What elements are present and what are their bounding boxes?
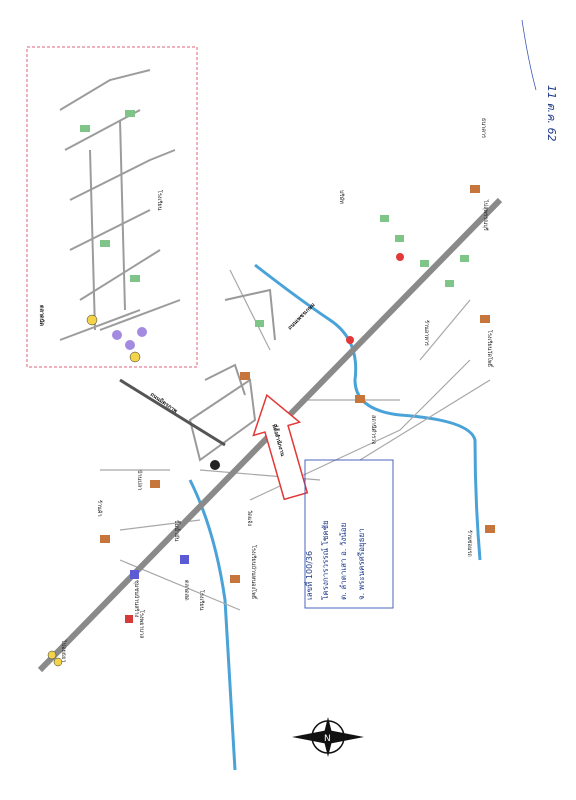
place-label: โรงเรียนวัดโพธิ์ — [486, 330, 494, 368]
pen-stroke — [521, 19, 537, 91]
address-box — [304, 459, 394, 609]
place-label: วัดแจ้ง — [246, 510, 253, 526]
place-label: ไปสุพรรณบุรี — [482, 199, 489, 231]
compass-icon: N — [292, 717, 364, 757]
highway — [119, 378, 226, 447]
inset-road-label: โรงเรียน — [156, 190, 164, 211]
place-label: บริษัท — [338, 190, 345, 204]
place-label: ตลาดสด — [183, 580, 190, 601]
inset-box — [26, 46, 198, 368]
place-label: สถานีตำรวจ — [370, 415, 377, 444]
building-icons — [100, 185, 495, 623]
inset-markers — [80, 110, 147, 363]
place-label: โรงเรียน — [198, 590, 206, 611]
address-line: โครงการวรรณ์ โชคชัย — [320, 520, 330, 600]
date-note: 11 ต.ค. 62 — [545, 85, 558, 141]
address-line: เลขที่ 100/36 — [303, 551, 314, 600]
place-label: ธนาคาร — [480, 118, 487, 138]
inset-streets — [59, 69, 181, 341]
place-label: บ้านปลา — [136, 470, 143, 490]
main-road-label: ถนนเพชรเกษม — [286, 301, 316, 331]
canal — [188, 263, 482, 771]
location-arrow: ที่ตั้งสำนักงาน — [252, 393, 309, 501]
compass-letter: N — [324, 734, 331, 744]
place-label: ร้านอาหาร — [423, 320, 430, 346]
place-label: ไปอยุธยา — [60, 639, 67, 662]
inset-title: ตลาดนัด — [38, 305, 45, 326]
address-line: จ. พระนครศรีอยุธยา — [357, 528, 366, 600]
address-note: เลขที่ 100/36 โครงการวรรณ์ โชคชัย ต. ลำต… — [303, 520, 366, 600]
place-label: ร้านค้า — [96, 500, 103, 517]
place-label: ชุมชนบ้านสร้าง — [133, 580, 140, 618]
housing-block — [188, 288, 276, 462]
place-label: โรงเรียนบ้านหนองโพธิ์ — [250, 545, 258, 600]
place-label: โรงพยาบาล — [138, 610, 146, 638]
address-line: ต. ลำตาเสา อ. วังน้อย — [339, 523, 348, 600]
place-labels: บ้านปลา ร้านค้า ปั๊มน้ำมัน ตลาดสด โรงเรี… — [60, 118, 494, 662]
place-label: ปั๊มน้ำมัน — [173, 520, 181, 542]
place-label: ร้านซ่อมรถ — [466, 530, 473, 557]
highway-label: ถนนมิตรภาพ — [149, 391, 179, 415]
